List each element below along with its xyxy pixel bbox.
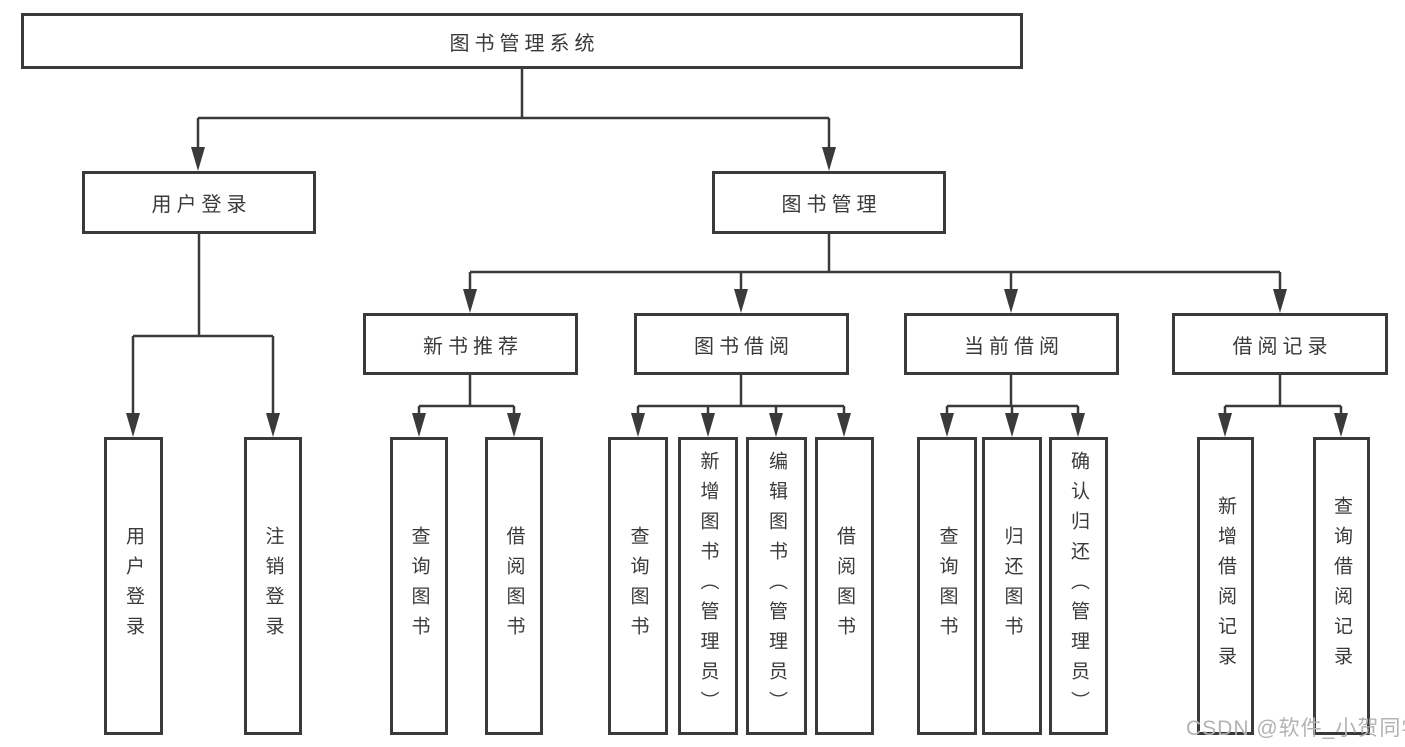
node-label: 查询图书 [627, 526, 649, 646]
leaf-logout: 注销登录 [244, 437, 302, 735]
leaf-current-confirm-admin: 确认归还（管理员） [1049, 437, 1108, 735]
node-label: 借阅图书 [834, 526, 855, 646]
leaf-borrow-query: 查询图书 [608, 437, 668, 735]
leaf-user-login: 用户登录 [104, 437, 163, 735]
node-label: 查询图书 [408, 526, 430, 646]
arrowhead [126, 413, 140, 437]
node-label: 查询图书 [936, 526, 958, 646]
node-label: 新书推荐 [423, 335, 523, 358]
csdn-watermark: CSDN @软件_小贺同学 [1186, 717, 1405, 740]
node-label: 图书管理系统 [449, 32, 600, 55]
node-label: 图书借阅 [694, 335, 794, 358]
arrowhead [1071, 413, 1085, 437]
arrowhead [1273, 289, 1287, 313]
node-label: 新增图书（管理员） [697, 451, 719, 721]
leaf-newbook-borrow: 借阅图书 [485, 437, 543, 735]
node-borrow-record: 借阅记录 [1172, 313, 1388, 375]
arrowhead [769, 413, 783, 437]
arrowhead [266, 413, 280, 437]
node-label: 用户登录 [123, 526, 144, 646]
leaf-borrow-book: 借阅图书 [815, 437, 874, 735]
arrowhead [1218, 413, 1232, 437]
leaf-current-return: 归还图书 [982, 437, 1042, 735]
arrowhead [734, 289, 748, 313]
node-label: 当前借阅 [964, 335, 1064, 358]
node-book-management: 图书管理 [712, 171, 946, 234]
node-label: 借阅图书 [503, 526, 525, 646]
node-label: 用户登录 [151, 194, 252, 216]
leaf-current-query: 查询图书 [917, 437, 977, 735]
arrowhead [507, 413, 521, 437]
connector-record-to-leaves [1223, 375, 1343, 415]
connector-current-to-leaves [945, 375, 1080, 415]
connector-root-to-level2 [196, 69, 831, 149]
arrowhead [701, 413, 715, 437]
arrowhead [822, 147, 836, 171]
node-current-borrow: 当前借阅 [904, 313, 1119, 375]
node-book-borrow: 图书借阅 [634, 313, 849, 375]
node-user-login: 用户登录 [82, 171, 316, 234]
leaf-record-add: 新增借阅记录 [1197, 437, 1254, 735]
arrowhead [1004, 289, 1018, 313]
arrowhead [940, 413, 954, 437]
node-label: 借阅记录 [1232, 335, 1333, 358]
leaf-borrow-edit-admin: 编辑图书（管理员） [746, 437, 807, 735]
arrowhead [631, 413, 645, 437]
arrowhead [191, 147, 205, 171]
leaf-borrow-add-admin: 新增图书（管理员） [678, 437, 738, 735]
connector-bookmgmt-to-level3 [468, 234, 1282, 291]
arrowhead [463, 289, 477, 313]
leaf-record-query: 查询借阅记录 [1313, 437, 1370, 735]
node-label: 归还图书 [1001, 526, 1023, 646]
arrowhead [1334, 413, 1348, 437]
node-label: 注销登录 [262, 526, 284, 646]
connector-userlogin-to-leaves [131, 234, 275, 415]
arrowhead [837, 413, 851, 437]
arrowhead [1005, 413, 1019, 437]
node-label: 编辑图书（管理员） [766, 451, 787, 721]
node-label: 图书管理 [781, 194, 882, 216]
node-root-system: 图书管理系统 [21, 13, 1023, 69]
node-label: 新增借阅记录 [1215, 496, 1236, 676]
leaf-newbook-query: 查询图书 [390, 437, 448, 735]
connector-borrow-to-leaves [636, 375, 846, 415]
node-label: 查询借阅记录 [1331, 496, 1352, 676]
connector-newbook-to-leaves [417, 375, 516, 415]
node-label: 确认归还（管理员） [1068, 451, 1089, 721]
arrowhead [412, 413, 426, 437]
node-new-book-recommend: 新书推荐 [363, 313, 578, 375]
